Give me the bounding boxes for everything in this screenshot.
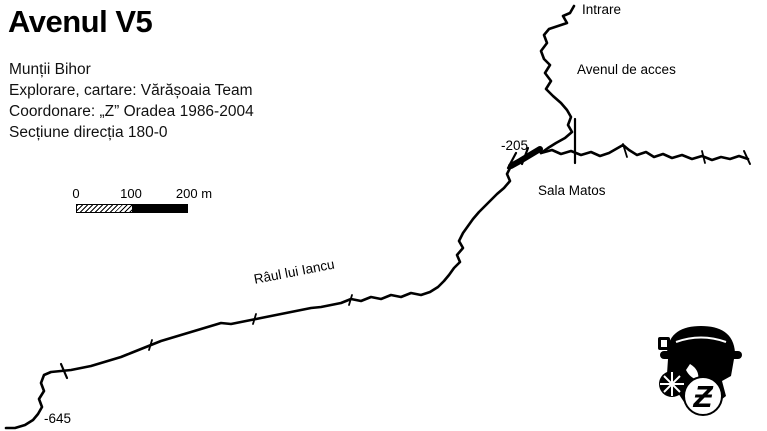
logo-letter-disc [683,376,723,416]
cave-station-tick-2 [701,150,706,164]
scale-tick-0: 0 [72,186,80,201]
scale-bar [76,204,188,213]
logo-headlamp-lens [661,340,667,347]
label-depth-645: -645 [44,411,72,426]
cave-junction-tick-1 [506,151,518,170]
label-sala-matos: Sala Matos [538,183,606,198]
map-title: Avenul V5 [8,4,153,39]
logo-letter: Ƶ [693,379,714,414]
scale-bar-segment-hatched [77,205,132,212]
survey-info-block: Munții Bihor Explorare, cartare: Vărășoa… [9,59,254,143]
cave-station-tick-4 [252,313,257,325]
label-depth-205: -205 [501,138,529,153]
logo-face-highlight [686,364,699,380]
label-entrance: Intrare [582,2,622,17]
logo-flame-sparkle [660,372,684,396]
logo-helmet-dome [667,326,735,353]
logo-helmet-stripe [675,336,727,343]
scale-tick-200: 200 m [175,186,213,201]
info-region: Munții Bihor [9,61,91,78]
cave-passage-east-end-tick [743,150,751,165]
scale-bar-segment-solid [132,205,187,212]
info-exploration: Explorare, cartare: Vărășoaia Team [9,82,253,99]
scale-tick-100: 100 [120,186,142,201]
logo-helmet-brim [660,351,742,359]
cave-station-tick-1 [622,143,628,158]
cave-side-stub-tick [59,362,69,380]
label-access-shaft: Avenul de acces [577,62,676,77]
info-section: Secțiune direcția 180-0 [9,124,168,141]
cave-passage-main-descent [4,164,513,430]
cave-passage-entrance-shaft [539,4,576,155]
cave-passage-east-gallery [539,143,750,162]
cave-station-tick-3 [348,294,353,306]
club-logo: Ƶ [658,326,742,416]
cave-station-tick-5 [148,339,153,351]
info-coordination: Coordonare: „Z” Oradea 1986-2004 [9,103,254,120]
cave-junction-tick-2 [520,146,530,166]
